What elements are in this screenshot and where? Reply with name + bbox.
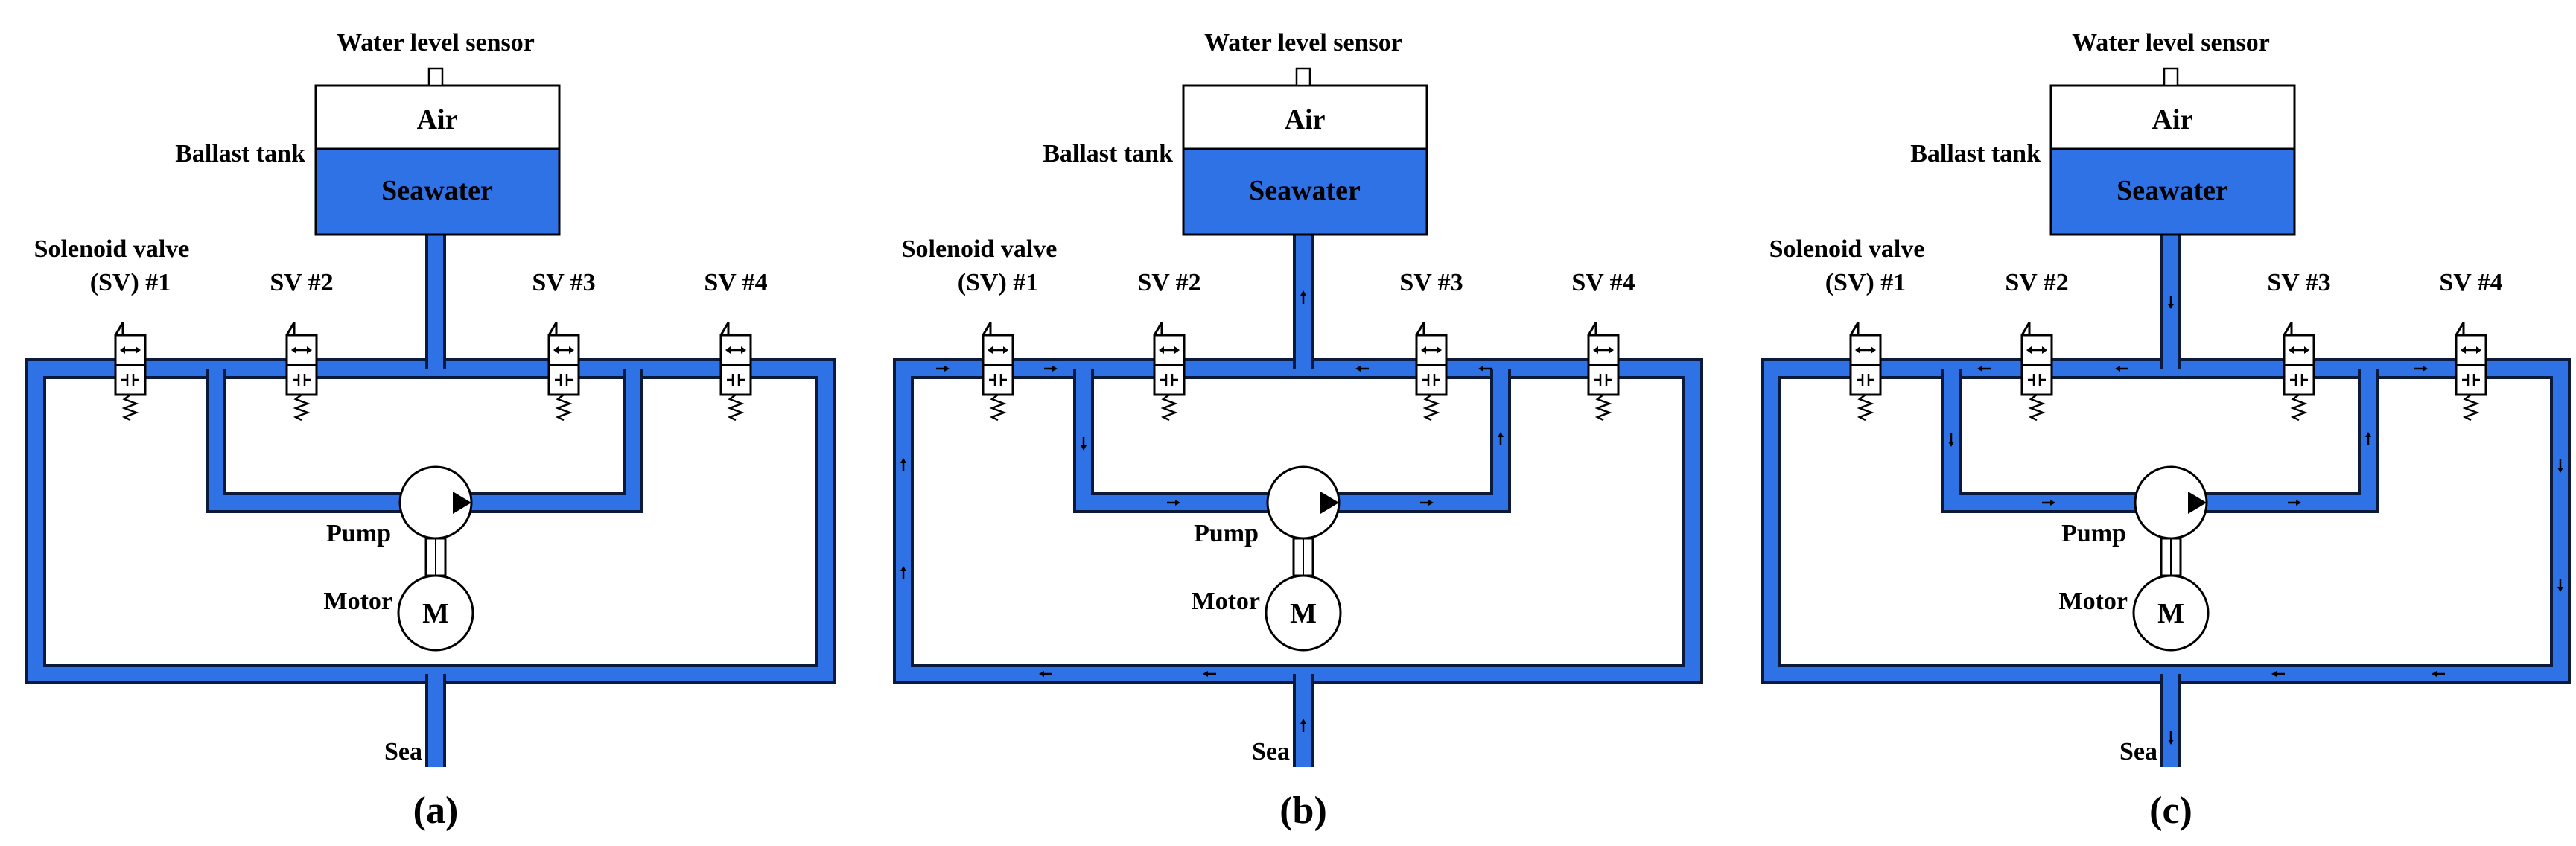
solenoid-valve-1 — [1849, 321, 1882, 422]
solenoid-valve-4 — [2455, 321, 2487, 422]
seawater-label: Seawater — [381, 175, 493, 206]
water-level-sensor — [2163, 67, 2179, 87]
sv3-label: SV #3 — [532, 269, 595, 296]
motor-symbol: M — [1290, 598, 1317, 629]
motor-icon — [1265, 574, 1342, 652]
ballast-tank-label: Ballast tank — [1910, 140, 2041, 168]
solenoid-valve-1 — [982, 321, 1014, 422]
pump-motor-assembly — [2132, 465, 2210, 652]
panel-a: Water level sensor Air Seawater Ballast … — [25, 29, 836, 832]
water-level-sensor — [427, 67, 444, 87]
sea-label: Sea — [1252, 738, 1290, 766]
solenoid-valve-3 — [2283, 321, 2315, 422]
ballast-tank — [1182, 67, 1428, 236]
sv4-label: SV #4 — [1571, 269, 1635, 296]
sv4-label: SV #4 — [704, 269, 767, 296]
pump-motor-assembly — [1265, 465, 1342, 652]
panel-caption-b: (b) — [1279, 789, 1327, 832]
seawater-label: Seawater — [1249, 175, 1361, 206]
solenoid-valve-4 — [1587, 321, 1620, 422]
motor-icon — [2132, 574, 2210, 652]
water-level-sensor — [1295, 67, 1311, 87]
air-label: Air — [417, 104, 458, 136]
sv2-label: SV #2 — [270, 269, 333, 296]
panel-caption-a: (a) — [413, 789, 459, 832]
solenoid-valve-2 — [2020, 321, 2053, 422]
sv2-label: SV #2 — [2005, 269, 2068, 296]
sea-label: Sea — [2119, 738, 2157, 766]
sv3-label: SV #3 — [1399, 269, 1463, 296]
solenoid-valve-3 — [547, 321, 580, 422]
pump-motor-assembly — [397, 465, 474, 652]
ballast-tank-label: Ballast tank — [1043, 140, 1173, 168]
air-label: Air — [2152, 104, 2193, 136]
solenoid-valve-1 — [114, 321, 147, 422]
motor-label: Motor — [2058, 588, 2128, 615]
pump-label: Pump — [326, 520, 391, 547]
water-level-sensor-label: Water level sensor — [1204, 29, 1402, 57]
motor-label: Motor — [323, 588, 392, 615]
air-label: Air — [1285, 104, 1326, 136]
solenoid-valve-4 — [719, 321, 752, 422]
water-level-sensor-label: Water level sensor — [337, 29, 535, 57]
sv4-label: SV #4 — [2439, 269, 2502, 296]
solenoid-valve-2 — [285, 321, 318, 422]
sv2-label: SV #2 — [1137, 269, 1200, 296]
pump-label: Pump — [2061, 520, 2126, 547]
panel-b: Water level sensor Air Seawater Ballast … — [893, 29, 1703, 832]
motor-label: Motor — [1191, 588, 1260, 615]
sv1-label-line1: Solenoid valve — [34, 235, 190, 263]
seawater-label: Seawater — [2117, 175, 2228, 206]
pump-label: Pump — [1194, 520, 1259, 547]
sv1-label-line2: (SV) #1 — [1825, 269, 1906, 296]
sv1-label-line1: Solenoid valve — [902, 235, 1058, 263]
panel-caption-c: (c) — [2149, 789, 2192, 832]
motor-symbol: M — [422, 598, 449, 629]
ballast-tank — [2049, 67, 2296, 236]
sea-label: Sea — [384, 738, 422, 766]
motor-symbol: M — [2157, 598, 2184, 629]
motor-icon — [397, 574, 474, 652]
panel-c: Water level sensor Air Seawater Ballast … — [1761, 29, 2571, 832]
sv1-label-line2: (SV) #1 — [90, 269, 171, 296]
sv3-label: SV #3 — [2267, 269, 2330, 296]
water-level-sensor-label: Water level sensor — [2072, 29, 2270, 57]
solenoid-valve-2 — [1153, 321, 1186, 422]
sv1-label-line1: Solenoid valve — [1769, 235, 1925, 263]
solenoid-valve-3 — [1415, 321, 1448, 422]
sv1-label-line2: (SV) #1 — [958, 269, 1039, 296]
ballast-tank-label: Ballast tank — [175, 140, 305, 168]
ballast-tank — [314, 67, 561, 236]
